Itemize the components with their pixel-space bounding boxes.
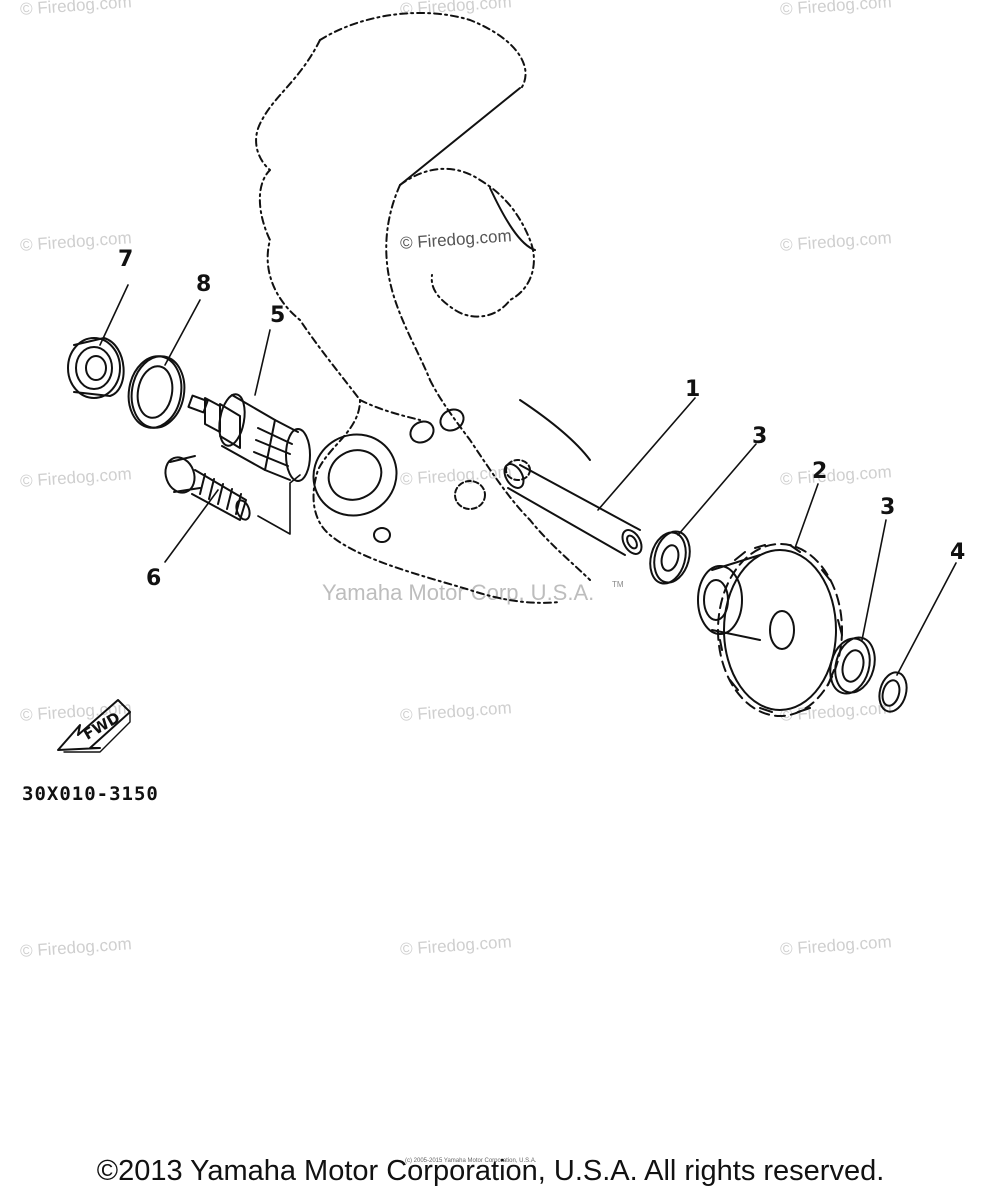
yamaha-watermark: Yamaha Motor Corp, U.S.A. [322, 580, 595, 605]
part-4-circlip [878, 671, 908, 713]
leader-lines [99, 284, 957, 676]
copyright-notice: ©2013 Yamaha Motor Corporation, U.S.A. A… [96, 1155, 885, 1187]
part-3-washer [649, 530, 691, 585]
part-7-oil-seal [67, 337, 125, 399]
callout-3: 3 [752, 424, 768, 449]
callout-6: 6 [146, 566, 162, 591]
trademark-mark: TM [612, 580, 624, 589]
diagram-code: 30X010-3150 [22, 783, 159, 805]
crankcase-outline [255, 11, 591, 604]
part-8-washer [127, 355, 186, 429]
small-copyright: (c) 2005-2015 Yamaha Motor Corporation, … [405, 1158, 537, 1164]
callout-5: 5 [270, 303, 286, 328]
part-3-washer-2 [829, 636, 876, 695]
callout-8: 8 [196, 272, 212, 297]
callout-4: 4 [950, 540, 966, 565]
crankcase-edge [399, 87, 521, 186]
part-6-bolt [164, 455, 301, 535]
shaft-boss [312, 408, 531, 543]
callout-7: 7 [118, 247, 134, 272]
callout-2: 2 [812, 459, 828, 484]
callout-1: 1 [685, 377, 701, 402]
part-2-gear [697, 543, 843, 717]
part-1-shaft [503, 463, 643, 556]
callout-3-right: 3 [880, 495, 896, 520]
fwd-arrow-icon [57, 699, 131, 753]
part-5-gear-shaft [187, 393, 311, 482]
